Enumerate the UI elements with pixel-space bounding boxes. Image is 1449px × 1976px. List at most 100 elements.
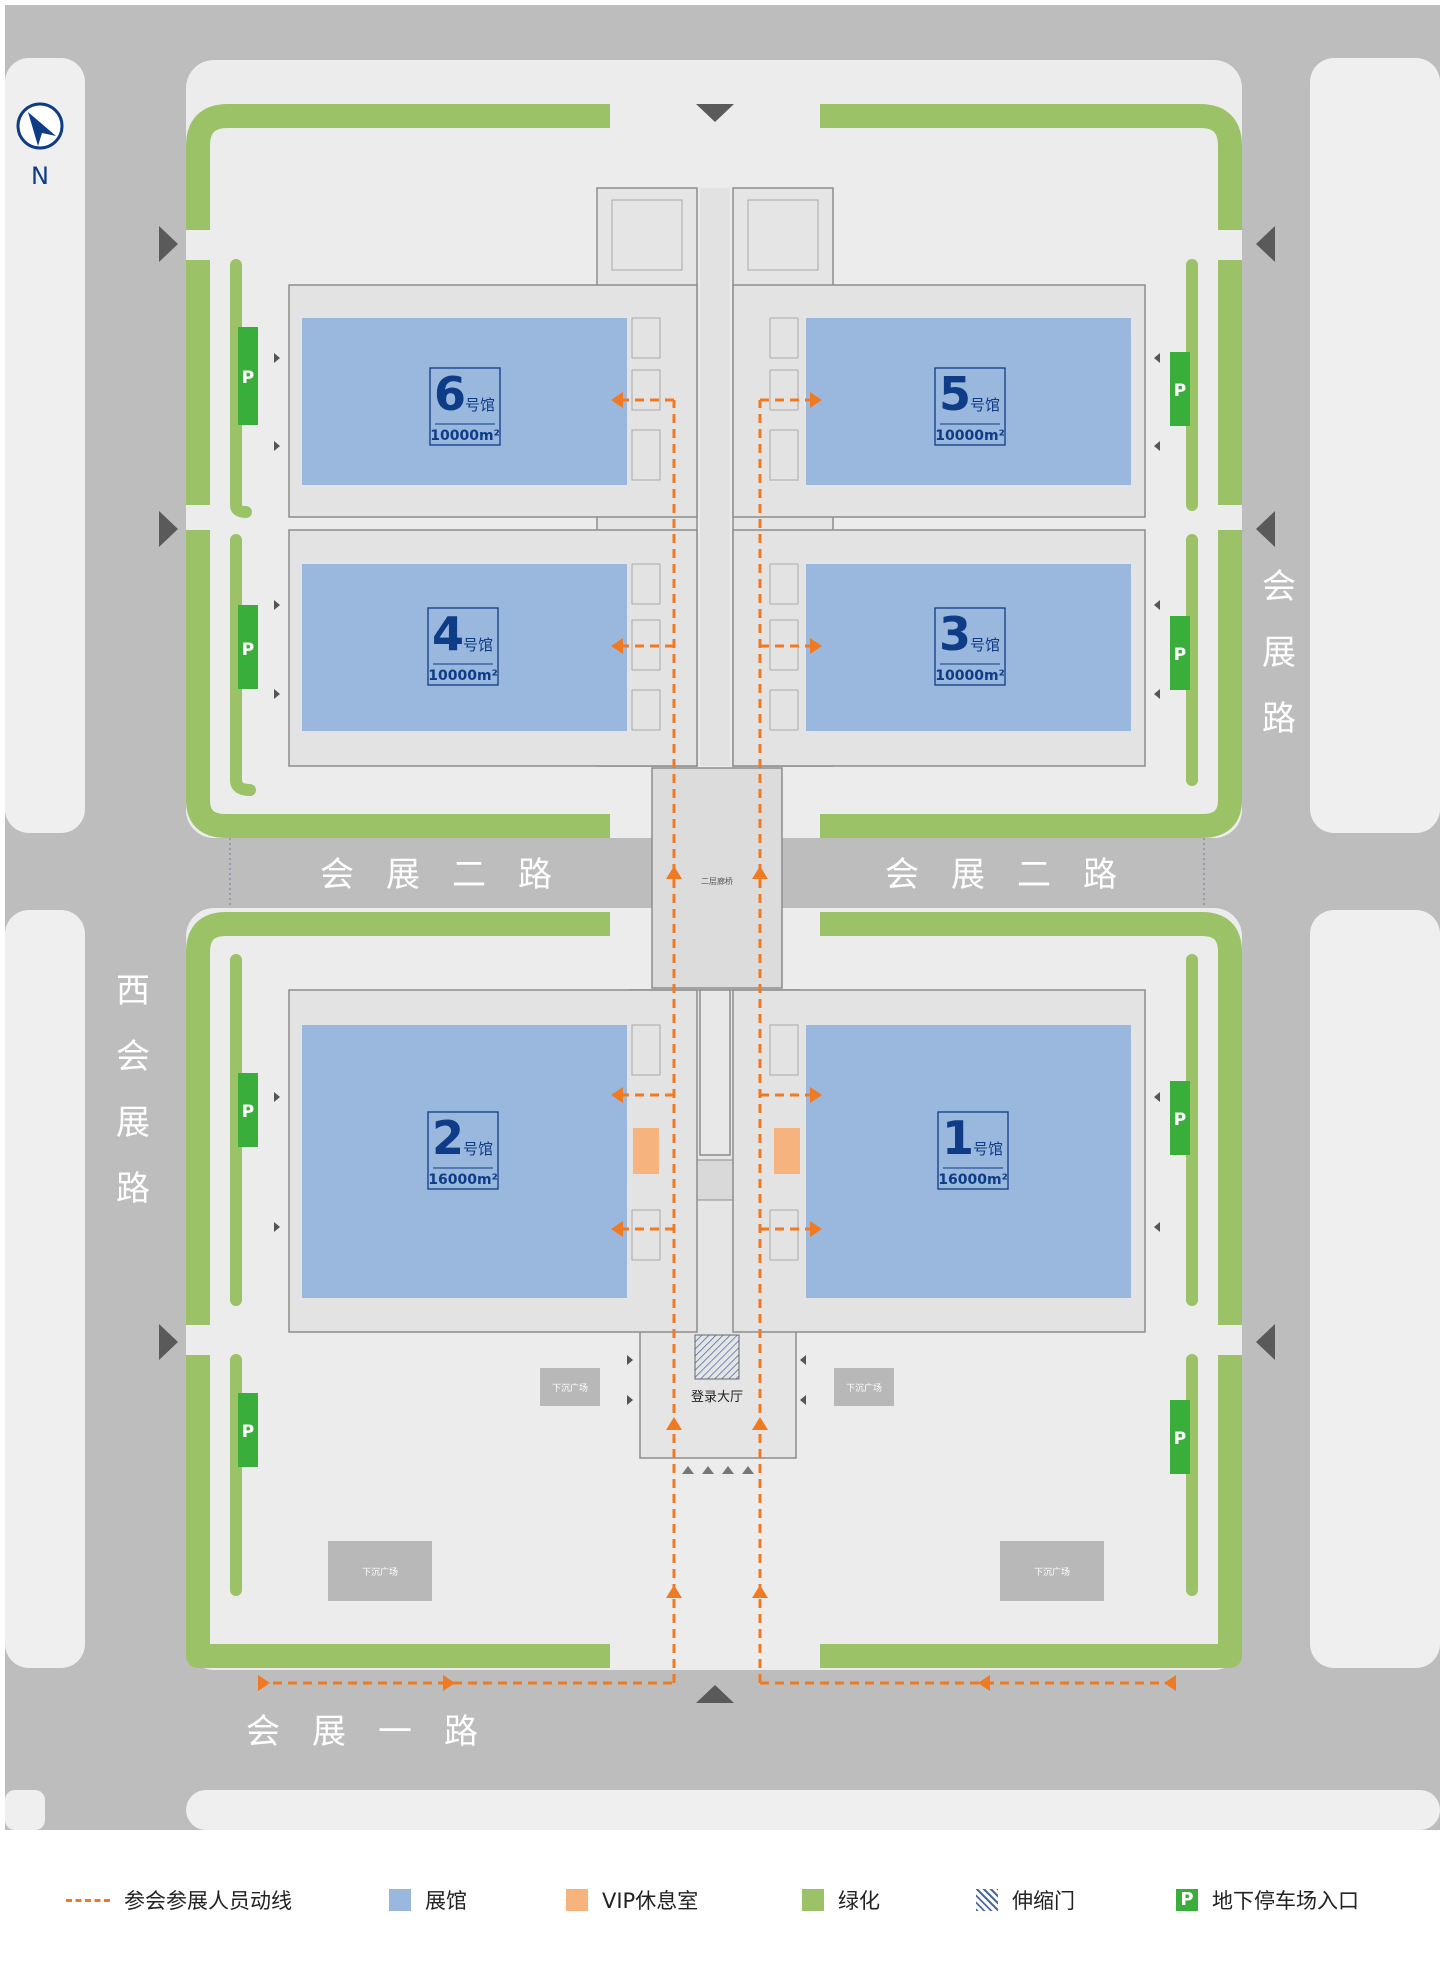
svg-text:号馆: 号馆 <box>463 1140 493 1158</box>
svg-text:P: P <box>242 640 254 660</box>
green-hedges-south <box>186 912 1242 1668</box>
svg-text:路: 路 <box>1083 855 1117 895</box>
legend-label: 地下停车场入口 <box>1212 1889 1359 1913</box>
hall-swatch-icon <box>389 1889 411 1911</box>
hall-label-6: 6 号馆 10000m² <box>429 367 501 446</box>
svg-text:号馆: 号馆 <box>970 636 1000 654</box>
svg-text:10000m²: 10000m² <box>428 668 497 684</box>
parking-entrance-w: P <box>238 605 258 689</box>
corridor-between <box>700 188 730 766</box>
vip-lounge-right <box>774 1128 800 1174</box>
lobby-label: 登录大厅 <box>691 1390 743 1405</box>
svg-text:二: 二 <box>1017 855 1051 895</box>
sunken-plaza-4: 下沉广场 <box>1000 1541 1104 1601</box>
legend-item-vip: VIP休息室 <box>566 1878 698 1922</box>
svg-text:路: 路 <box>444 1712 478 1752</box>
legend-item-hall: 展馆 <box>389 1878 467 1922</box>
sidewalk-east-north <box>1310 58 1440 833</box>
sidewalk-east-south <box>1310 910 1440 1668</box>
sidewalk-west-north <box>5 58 85 833</box>
legend-label: VIP休息室 <box>602 1889 699 1913</box>
svg-text:10000m²: 10000m² <box>430 428 499 444</box>
svg-text:号馆: 号馆 <box>973 1140 1003 1158</box>
svg-text:二: 二 <box>452 855 486 895</box>
road-label-middle-left: 会 展 二 路 <box>320 855 552 895</box>
svg-text:号馆: 号馆 <box>463 636 493 654</box>
hall-door-arrows <box>274 353 1160 1405</box>
hall-label-5: 5 号馆 10000m² <box>934 367 1006 446</box>
svg-text:10000m²: 10000m² <box>935 428 1004 444</box>
legend-label: 参会参展人员动线 <box>124 1889 292 1913</box>
svg-text:路: 路 <box>1262 699 1296 739</box>
vip-swatch-icon <box>566 1889 588 1911</box>
green-swatch-icon <box>802 1889 824 1911</box>
legend-item-green: 绿化 <box>802 1878 880 1922</box>
north-arrow-icon <box>28 112 56 146</box>
svg-text:P: P <box>1174 1429 1186 1449</box>
hall-label-3: 3 号馆 10000m² <box>934 607 1006 686</box>
svg-text:P: P <box>242 1422 254 1442</box>
svg-text:西: 西 <box>116 971 150 1011</box>
svg-text:下沉广场: 下沉广场 <box>846 1382 882 1394</box>
svg-text:展: 展 <box>1262 633 1296 673</box>
svg-text:4: 4 <box>432 607 464 661</box>
svg-text:路: 路 <box>116 1169 150 1209</box>
svg-text:一: 一 <box>378 1712 412 1752</box>
svg-text:10000m²: 10000m² <box>935 668 1004 684</box>
parking-entrance-sw: P <box>238 1073 258 1147</box>
svg-text:展: 展 <box>951 855 985 895</box>
svg-text:路: 路 <box>518 855 552 895</box>
svg-text:下沉广场: 下沉广场 <box>1034 1566 1070 1578</box>
vip-lounge-left <box>633 1128 659 1174</box>
parking-entrance-sse: P <box>1170 1400 1190 1474</box>
sidewalk-south-left <box>5 1790 45 1830</box>
bridge-label: 二层廊桥 <box>701 876 733 886</box>
svg-text:展: 展 <box>386 855 420 895</box>
service-rooms <box>611 199 819 1261</box>
attendee-route <box>258 398 1176 1685</box>
route-line-icon <box>66 1898 110 1902</box>
parking-entrances: P P P P P P P P <box>238 327 1190 1474</box>
route-arrows <box>258 392 1176 1691</box>
legend: 参会参展人员动线 展馆 VIP休息室 绿化 伸缩门 P 地下停车场入口 <box>0 1878 1449 1922</box>
hall-label-2: 2 号馆 16000m² <box>427 1111 499 1190</box>
svg-text:号馆: 号馆 <box>970 396 1000 414</box>
road-label-east: 会 展 路 <box>1262 567 1296 739</box>
svg-text:P: P <box>1174 1110 1186 1130</box>
compass: N <box>16 102 64 190</box>
lobby-entry-arrows <box>682 1466 754 1474</box>
svg-text:号馆: 号馆 <box>465 396 495 414</box>
sunken-plaza-3: 下沉广场 <box>328 1541 432 1601</box>
retractable-door-icon <box>976 1889 998 1911</box>
svg-text:16000m²: 16000m² <box>938 1172 1007 1188</box>
green-hedges-north <box>186 104 1242 838</box>
hall-label-1: 1 号馆 16000m² <box>937 1111 1009 1190</box>
svg-text:下沉广场: 下沉广场 <box>362 1566 398 1578</box>
parking-icon: P <box>1176 1889 1198 1911</box>
hall-interiors <box>302 318 1131 1298</box>
svg-text:5: 5 <box>939 367 971 421</box>
svg-text:1: 1 <box>942 1111 974 1165</box>
lobby-escalators <box>694 1334 740 1380</box>
legend-label: 展馆 <box>425 1889 467 1913</box>
svg-text:3: 3 <box>939 607 971 661</box>
svg-text:会: 会 <box>246 1712 280 1752</box>
sunken-plaza-1: 下沉广场 <box>540 1368 600 1406</box>
svg-text:会: 会 <box>116 1037 150 1077</box>
svg-text:P: P <box>242 368 254 388</box>
svg-text:P: P <box>1174 645 1186 665</box>
parking-entrance-nw: P <box>238 327 258 425</box>
sidewalk-west-south <box>5 910 85 1668</box>
legend-item-parking: P 地下停车场入口 <box>1176 1878 1359 1922</box>
legend-item-route: 参会参展人员动线 <box>66 1878 292 1922</box>
sidewalk-south-main <box>186 1790 1440 1830</box>
sunken-plaza-2: 下沉广场 <box>834 1368 894 1406</box>
svg-text:会: 会 <box>1262 567 1296 607</box>
road-label-middle-right: 会 展 二 路 <box>885 855 1117 895</box>
corridor-slot <box>699 989 731 1156</box>
parking-entrance-e: P <box>1170 616 1190 690</box>
svg-text:6: 6 <box>434 367 466 421</box>
road-label-south: 会 展 一 路 <box>246 1712 478 1752</box>
svg-text:N: N <box>31 162 49 190</box>
